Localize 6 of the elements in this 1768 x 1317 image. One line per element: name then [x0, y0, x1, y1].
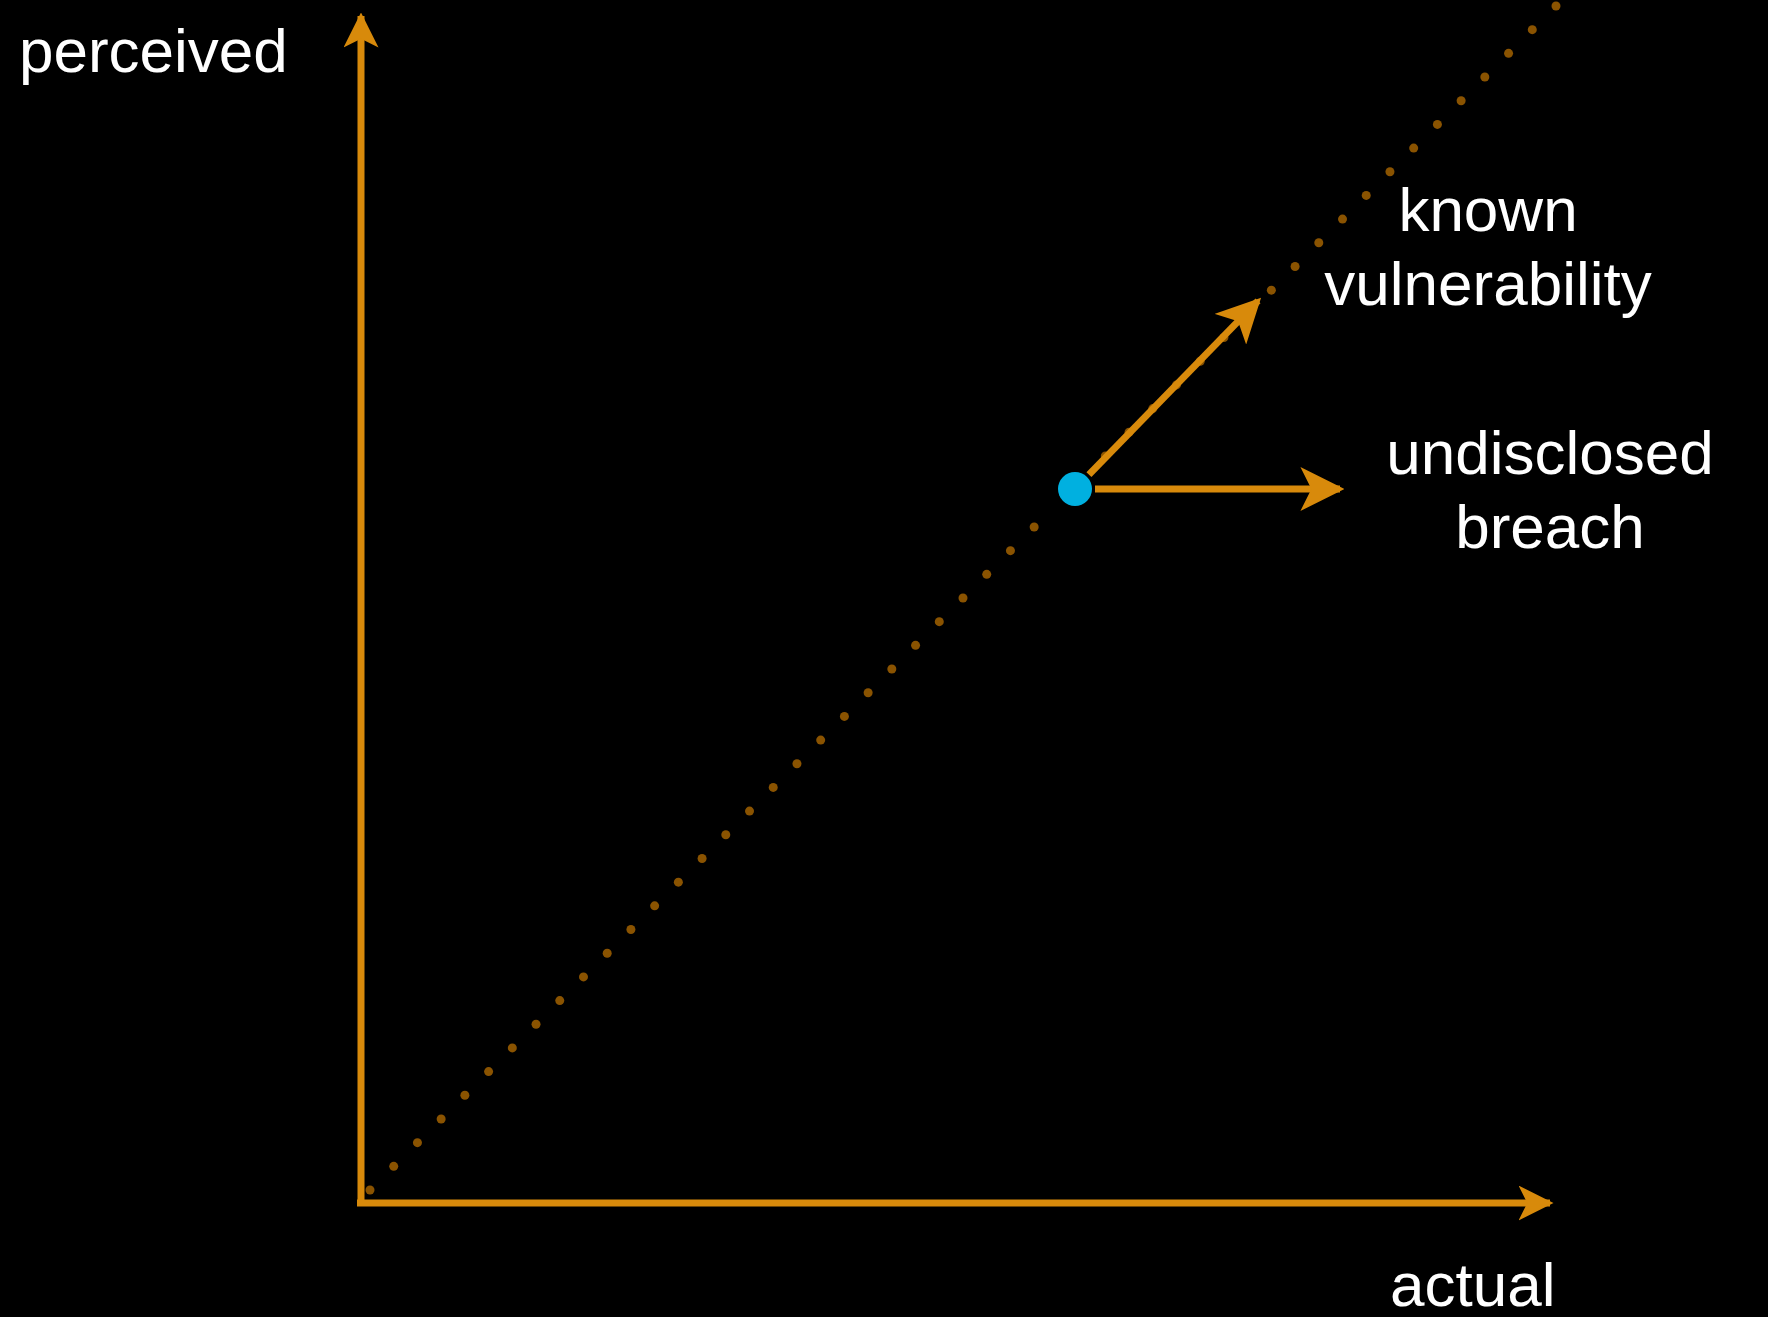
axis-label: actual [1390, 1249, 1556, 1317]
point-dot [1058, 472, 1092, 506]
arrow [1086, 297, 1262, 478]
axis-label: perceived [19, 15, 288, 87]
point-label: undisclosed breach [1385, 416, 1715, 563]
point-label: known vulnerability [1323, 173, 1653, 320]
